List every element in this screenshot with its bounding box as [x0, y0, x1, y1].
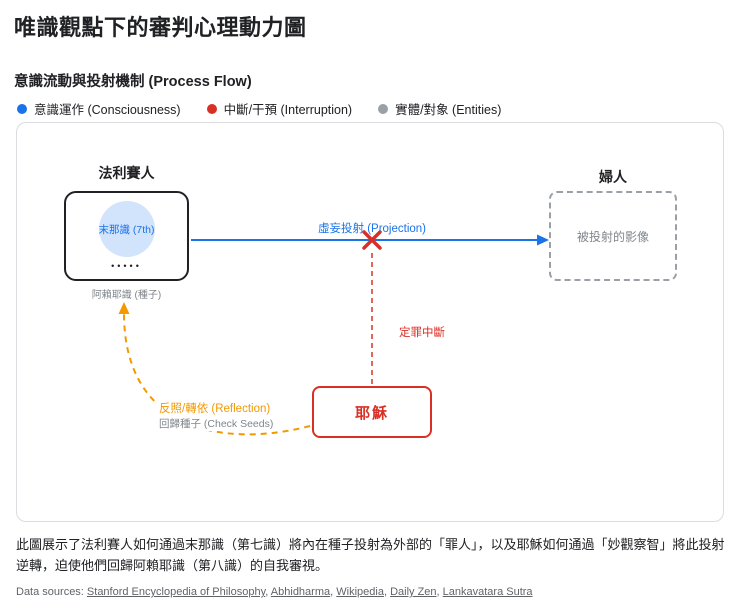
- description-text: 此圖展示了法利賽人如何通過末那識（第七識）將內在種子投射為外部的「罪人」，以及耶…: [16, 537, 725, 574]
- entities-dot-icon: [378, 103, 389, 114]
- woman-title: 婦人: [599, 169, 627, 185]
- pharisee-node: 末那識 (7th) •••••: [64, 191, 189, 281]
- legend-item-interruption: 中斷/干預 (Interruption): [206, 99, 353, 118]
- interruption-dot-icon: [206, 103, 217, 114]
- source-link-wikipedia[interactable]: Wikipedia: [336, 586, 384, 598]
- legend: 意識運作 (Consciousness) 中斷/干預 (Interruption…: [17, 99, 501, 118]
- legend-item-entities: 實體/對象 (Entities): [378, 99, 501, 118]
- reflection-label: 反照/轉依 (Reflection): [157, 400, 273, 416]
- legend-label-consciousness: 意識運作 (Consciousness): [34, 103, 181, 117]
- jesus-node-label: 耶穌: [354, 404, 389, 422]
- reflection-arrowhead-icon: [118, 302, 130, 314]
- source-separator: ,: [265, 586, 271, 598]
- source-separator: ,: [436, 586, 443, 598]
- projection-label: 虛妄投射 (Projection): [318, 223, 426, 235]
- woman-node-label: 被投射的影像: [576, 229, 649, 244]
- legend-label-interruption: 中斷/干預 (Interruption): [223, 103, 353, 117]
- interruption-x-icon: [362, 230, 382, 250]
- woman-node: 被投射的影像: [549, 191, 677, 281]
- pharisee-caption: 阿賴耶識 (種子): [91, 290, 162, 301]
- manas-circle: 末那識 (7th): [98, 201, 155, 257]
- source-link-lankavatara[interactable]: Lankavatara Sutra: [442, 586, 533, 598]
- source-link-stanford[interactable]: Stanford Encyclopedia of Philosophy: [86, 586, 266, 598]
- source-separator: ,: [330, 586, 337, 598]
- projection-arrowhead-icon: [537, 234, 549, 246]
- data-sources: Data sources: Stanford Encyclopedia of P…: [16, 586, 533, 598]
- source-link-dailyzen[interactable]: Daily Zen: [390, 586, 437, 598]
- source-link-abhidharma[interactable]: Abhidharma: [270, 586, 331, 598]
- section-subtitle: 意識流動與投射機制 (Process Flow): [14, 74, 252, 90]
- jesus-node: 耶穌: [312, 386, 432, 438]
- diagram-canvas: 法利賽人 末那識 (7th) ••••• 阿賴耶識 (種子) 婦人 被投射的影像…: [16, 122, 724, 522]
- legend-label-entities: 實體/對象 (Entities): [395, 103, 502, 117]
- interruption-label: 定罪中斷: [399, 327, 445, 339]
- reflection-caption: 回歸種子 (Check Seeds): [157, 416, 276, 431]
- legend-item-consciousness: 意識運作 (Consciousness): [17, 99, 181, 118]
- data-sources-prefix: Data sources:: [16, 586, 87, 598]
- consciousness-dot-icon: [17, 103, 27, 114]
- pharisee-title: 法利賽人: [98, 165, 155, 181]
- manas-circle-label: 末那識 (7th): [98, 223, 155, 236]
- source-separator: ,: [383, 586, 391, 598]
- seed-dots: •••••: [111, 261, 142, 271]
- page-title: 唯識觀點下的審判心理動力圖: [14, 15, 307, 40]
